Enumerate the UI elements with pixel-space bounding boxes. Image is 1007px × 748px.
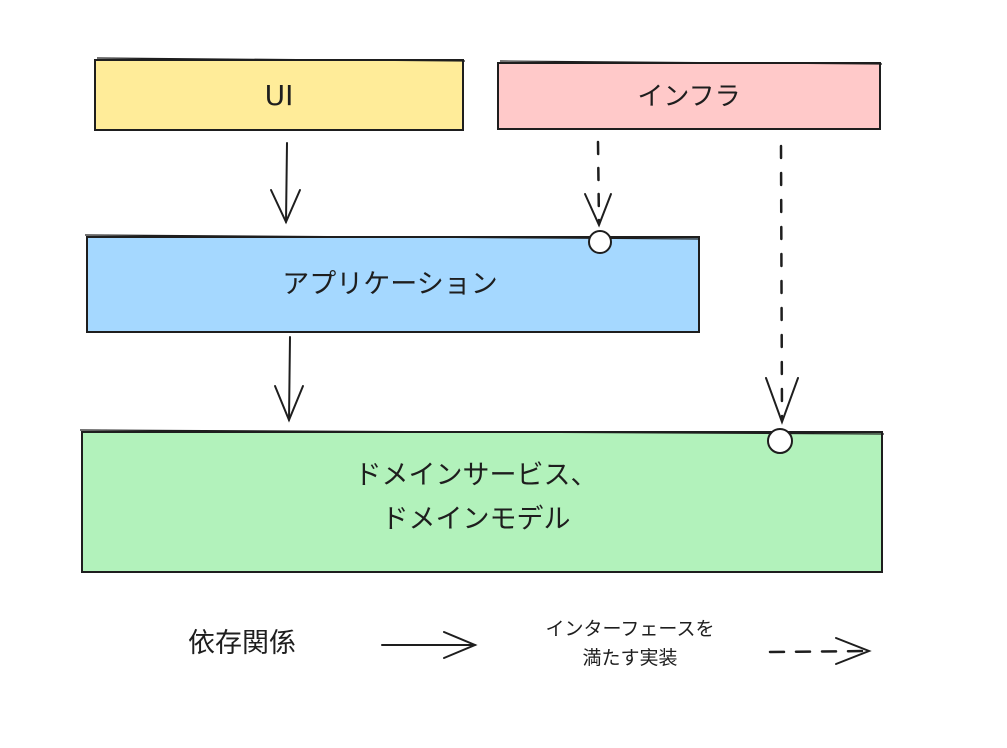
legend-solid-arrow	[381, 631, 478, 659]
arrow-ui-to-application	[270, 142, 301, 225]
arrow-head	[765, 377, 799, 425]
arrow-shaft-dashed	[779, 144, 784, 422]
legend-implementation: インターフェースを 満たす実装	[546, 618, 872, 669]
arrow-infra-to-application	[584, 140, 612, 254]
infra-box-label: インフラ	[637, 82, 740, 112]
arrow-shaft-dashed	[596, 140, 601, 226]
interface-circle	[588, 230, 612, 254]
infra-box-shape	[497, 62, 881, 130]
infra-box: インフラ	[497, 60, 883, 130]
arrow-head	[274, 385, 304, 423]
ui-box-shape	[94, 59, 464, 131]
ui-box: UI	[94, 57, 466, 131]
arrow-shaft	[288, 336, 291, 421]
arrow-shaft	[285, 142, 288, 223]
infra-box-sketch-line	[499, 60, 883, 65]
legend-dashed-arrow-head	[835, 637, 872, 665]
domain-box: ドメインサービス、 ドメインモデル	[79, 429, 885, 573]
ui-box-label: UI	[265, 79, 294, 112]
arrow-head	[270, 189, 301, 225]
interface-circle	[767, 428, 793, 454]
arrow-application-to-domain	[274, 336, 304, 423]
domain-box-sketch-line	[79, 429, 885, 435]
legend-dashed-arrow	[768, 637, 872, 665]
legend-solid-arrow-head	[443, 631, 478, 659]
legend-dependency: 依存関係	[188, 628, 478, 659]
arrow-head	[584, 193, 612, 228]
ui-box-sketch-line	[96, 57, 466, 62]
legend-dashed-arrow-shaft	[768, 649, 870, 654]
legend-implementation-label-line2: 満たす実装	[582, 647, 677, 669]
domain-box-label-line1: ドメインサービス、	[355, 460, 598, 491]
legend-implementation-label-line1: インターフェースを	[546, 618, 715, 640]
legend-dependency-label: 依存関係	[188, 628, 296, 659]
domain-box-shape	[81, 431, 883, 573]
domain-box-label-line2: ドメインモデル	[382, 504, 571, 535]
arrow-infra-to-domain	[765, 144, 799, 454]
application-box-label: アプリケーション	[282, 269, 497, 300]
